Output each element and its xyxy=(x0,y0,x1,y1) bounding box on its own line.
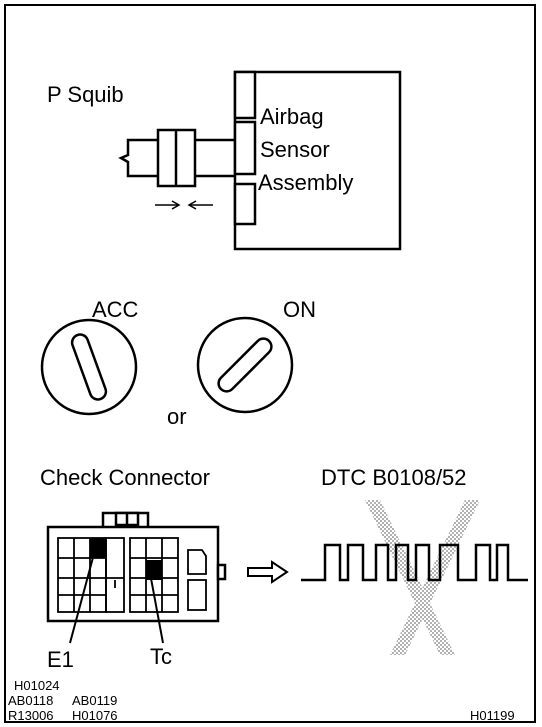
reference-codes: H01024 AB0118 R13006 AB0119 H01076 H0119… xyxy=(8,678,515,723)
ref-code: AB0118 xyxy=(8,693,53,708)
ref-code: H01024 xyxy=(14,678,60,693)
p-squib-connector xyxy=(118,128,235,188)
ref-code: H01199 xyxy=(470,708,515,723)
hollow-arrow-icon xyxy=(247,560,289,584)
ref-code: AB0119 xyxy=(72,693,117,708)
airbag-label-line1: Airbag xyxy=(260,104,324,129)
on-label: ON xyxy=(283,297,316,322)
connect-arrows xyxy=(155,200,213,210)
airbag-label-line3: Assembly xyxy=(258,170,353,195)
dtc-crossed-out-x-icon xyxy=(365,500,480,655)
ignition-on-position xyxy=(196,316,294,414)
ref-code: H01076 xyxy=(72,708,118,723)
tc-terminal xyxy=(146,560,162,580)
dtc-label: DTC B0108/52 xyxy=(321,465,467,490)
check-connector-label: Check Connector xyxy=(40,465,210,490)
e1-label: E1 xyxy=(47,647,74,672)
acc-label: ACC xyxy=(92,297,139,322)
airbag-sensor-assembly xyxy=(233,70,402,251)
dtc-waveform-line xyxy=(301,543,528,582)
p-squib-label: P Squib xyxy=(47,82,124,107)
diagram-frame xyxy=(4,4,536,723)
ignition-acc-position xyxy=(40,318,138,416)
airbag-label-line2: Sensor xyxy=(260,137,330,162)
or-label: or xyxy=(167,404,187,429)
e1-terminal xyxy=(90,538,106,558)
ref-code: R13006 xyxy=(8,708,54,723)
e1-leader-line xyxy=(69,549,96,644)
tc-label: Tc xyxy=(150,644,172,669)
tc-leader-line xyxy=(149,572,164,644)
